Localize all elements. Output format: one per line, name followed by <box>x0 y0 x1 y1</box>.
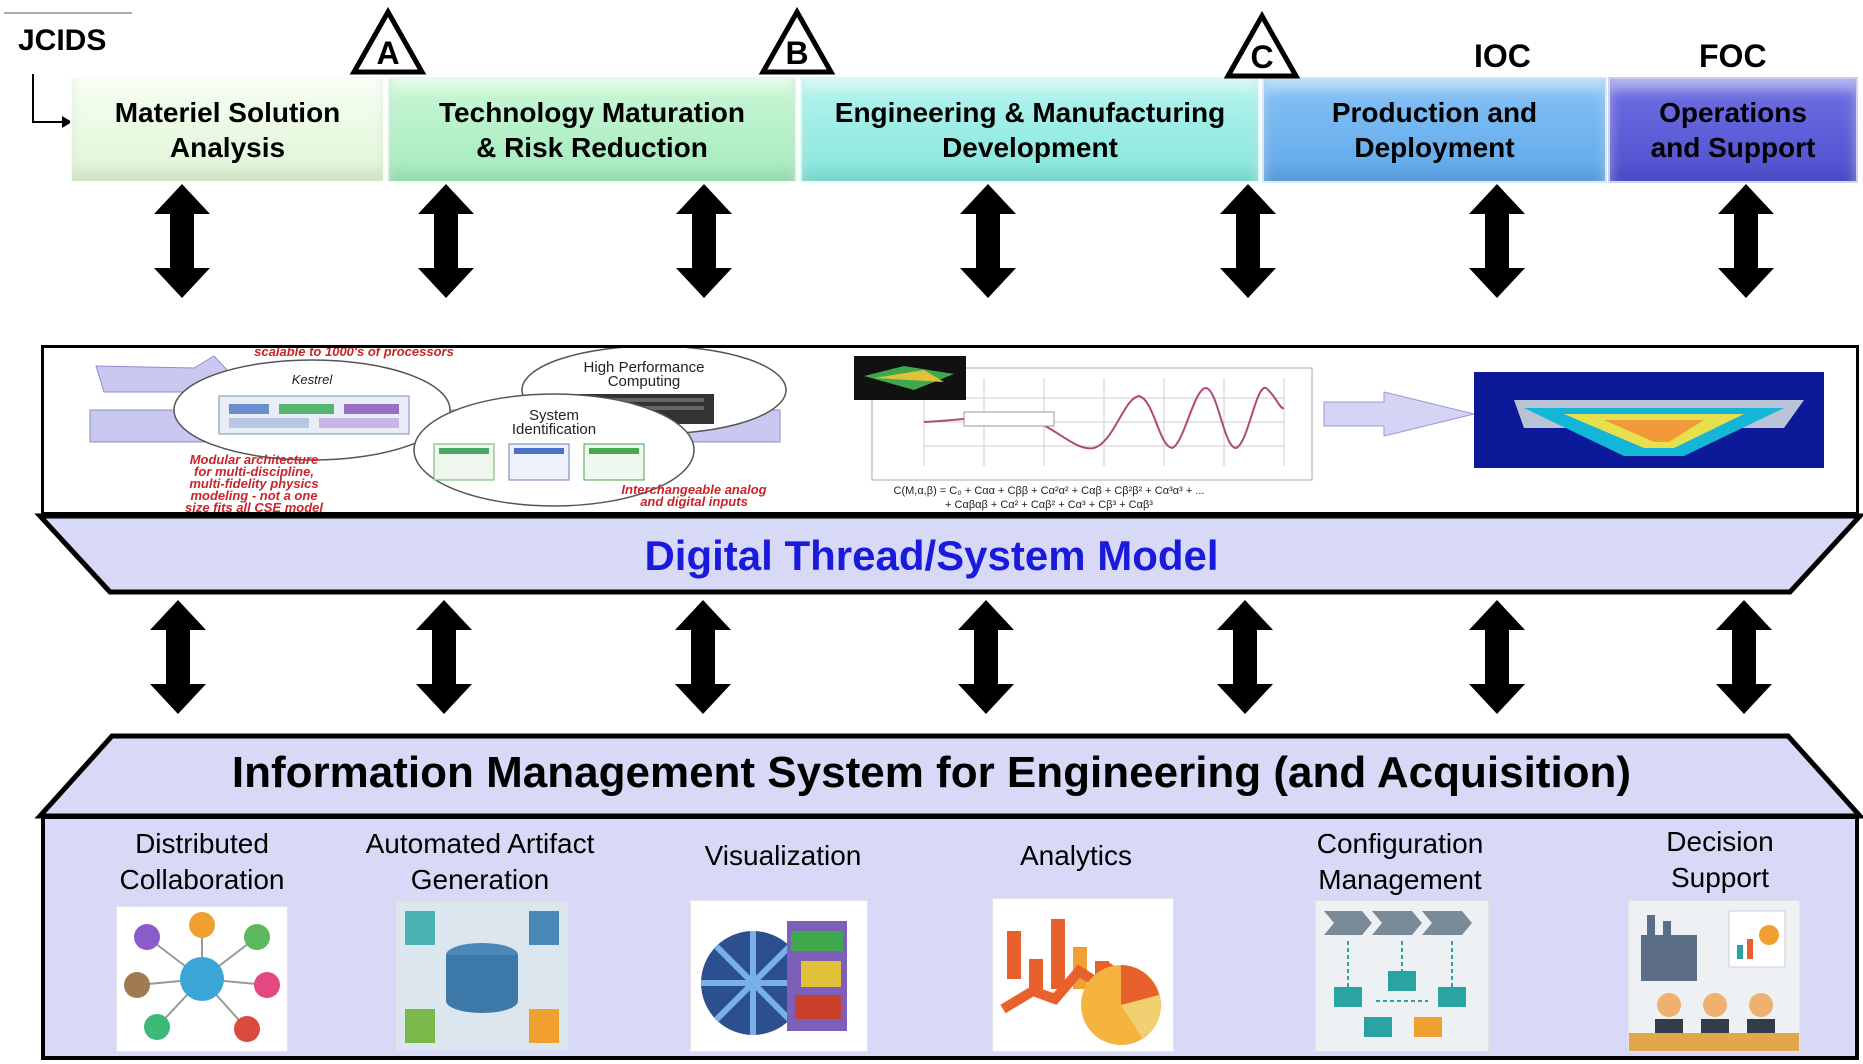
svg-text:multi-fidelity physics: multi-fidelity physics <box>189 476 318 491</box>
double-arrow-icon <box>675 600 731 714</box>
collaboration-network-icon <box>116 906 288 1052</box>
upper-arrows <box>154 184 1774 298</box>
phase-production-deployment: Production and Deployment <box>1262 77 1607 183</box>
double-arrow-icon <box>958 600 1014 714</box>
system-identification-module: System Identification <box>413 393 695 507</box>
ims-title: Information Management System for Engine… <box>231 748 1632 797</box>
system-model-panel: Kestrel scalable to 1000's of processors… <box>41 345 1859 515</box>
jcids-rule <box>4 12 132 14</box>
scalable-note: scalable to 1000's of processors <box>254 348 454 359</box>
kestrel-module: Kestrel <box>173 359 451 461</box>
lower-arrows <box>150 600 1772 714</box>
double-arrow-icon <box>1469 184 1525 298</box>
capability-label: Analytics <box>1019 840 1133 871</box>
svg-text:for multi-discipline,: for multi-discipline, <box>194 464 314 479</box>
ims-capabilities-panel <box>41 815 1859 1060</box>
capability-label: Visualization <box>704 840 862 871</box>
double-arrow-icon <box>418 184 474 298</box>
svg-text:System: System <box>529 407 579 424</box>
capability-automated-artifact-generation: Automated Artifact Generation <box>340 826 620 898</box>
double-arrow-icon <box>1220 184 1276 298</box>
ioc-label: IOC <box>1474 38 1531 74</box>
kestrel-label: Kestrel <box>292 372 334 387</box>
bar-pie-chart-icon <box>992 898 1174 1052</box>
capability-label: Automated Artifact Generation <box>365 828 595 895</box>
phase-label: Operations and Support <box>1650 97 1816 163</box>
equation-line-2: + Cαβαβ + Cα² + Cαβ² + Cα³ + Cβ³ + Cαβ³ <box>945 499 1153 511</box>
digital-thread-title: Digital Thread/System Model <box>644 532 1219 579</box>
milestone-c-label: C <box>1250 39 1273 75</box>
milestone-b-label: B <box>785 35 808 71</box>
phase-materiel-solution-analysis: Materiel Solution Analysis <box>70 77 385 183</box>
milestone-b-triangle: B <box>758 6 836 75</box>
milestone-c-triangle: C <box>1223 10 1301 79</box>
double-arrow-icon <box>1469 600 1525 714</box>
engine-3d-model-icon <box>690 900 868 1052</box>
interchangeable-note: Interchangeable analog <box>621 482 766 497</box>
svg-text:modeling - not a one: modeling - not a one <box>190 488 317 503</box>
svg-text:and digital inputs: and digital inputs <box>640 494 748 509</box>
hpc-label: High Performance <box>584 359 705 376</box>
capability-label: Configuration Management <box>1316 828 1484 895</box>
foc-label: FOC <box>1699 38 1767 74</box>
double-arrow-icon <box>150 600 206 714</box>
phase-technology-maturation: Technology Maturation & Risk Reduction <box>387 77 797 183</box>
database-artifacts-icon <box>396 902 568 1050</box>
jcids-connector-arrow <box>32 74 72 128</box>
svg-text:Computing: Computing <box>608 373 681 390</box>
phase-label: Engineering & Manufacturing Development <box>834 97 1226 163</box>
capability-decision-support: Decision Support <box>1610 824 1830 896</box>
double-arrow-icon <box>960 184 1016 298</box>
phase-label: Materiel Solution Analysis <box>114 97 341 163</box>
capability-label: Distributed Collaboration <box>119 828 285 895</box>
meeting-factory-icon <box>1628 900 1800 1052</box>
double-arrow-icon <box>1217 600 1273 714</box>
double-arrow-icon <box>676 184 732 298</box>
phase-label: Technology Maturation & Risk Reduction <box>439 97 745 163</box>
digital-thread-band <box>34 513 1863 595</box>
capability-label: Decision Support <box>1666 826 1774 893</box>
ims-header-band <box>34 733 1863 819</box>
capability-analytics: Analytics <box>966 838 1186 874</box>
surface-plot <box>1474 372 1824 468</box>
capability-distributed-collaboration: Distributed Collaboration <box>92 826 312 898</box>
capability-configuration-management: Configuration Management <box>1290 826 1510 898</box>
phase-operations-support: Operations and Support <box>1608 77 1858 183</box>
jcids-label: JCIDS <box>18 24 107 57</box>
process-flow-icon <box>1315 900 1489 1052</box>
output-arrow-icon <box>1323 391 1475 437</box>
model-illustrations: Kestrel scalable to 1000's of processors… <box>89 348 1824 512</box>
svg-text:Identification: Identification <box>512 421 596 438</box>
capability-visualization: Visualization <box>668 838 898 874</box>
double-arrow-icon <box>1718 184 1774 298</box>
svg-text:size fits all CSE model: size fits all CSE model <box>185 500 323 512</box>
phase-engineering-manufacturing: Engineering & Manufacturing Development <box>800 77 1260 183</box>
double-arrow-icon <box>416 600 472 714</box>
double-arrow-icon <box>154 184 210 298</box>
milestone-markers: A B C <box>349 6 1301 79</box>
phase-label: Production and Deployment <box>1331 97 1538 163</box>
double-arrow-icon <box>1716 600 1772 714</box>
milestone-a-triangle: A <box>349 6 427 75</box>
modular-note: Modular architecture <box>190 452 319 467</box>
milestone-a-label: A <box>376 35 399 71</box>
response-plot <box>854 356 1313 481</box>
equation-line-1: C(M,α,β) = C₀ + Cαα + Cββ + Cα²α² + Cαβ … <box>894 485 1205 497</box>
